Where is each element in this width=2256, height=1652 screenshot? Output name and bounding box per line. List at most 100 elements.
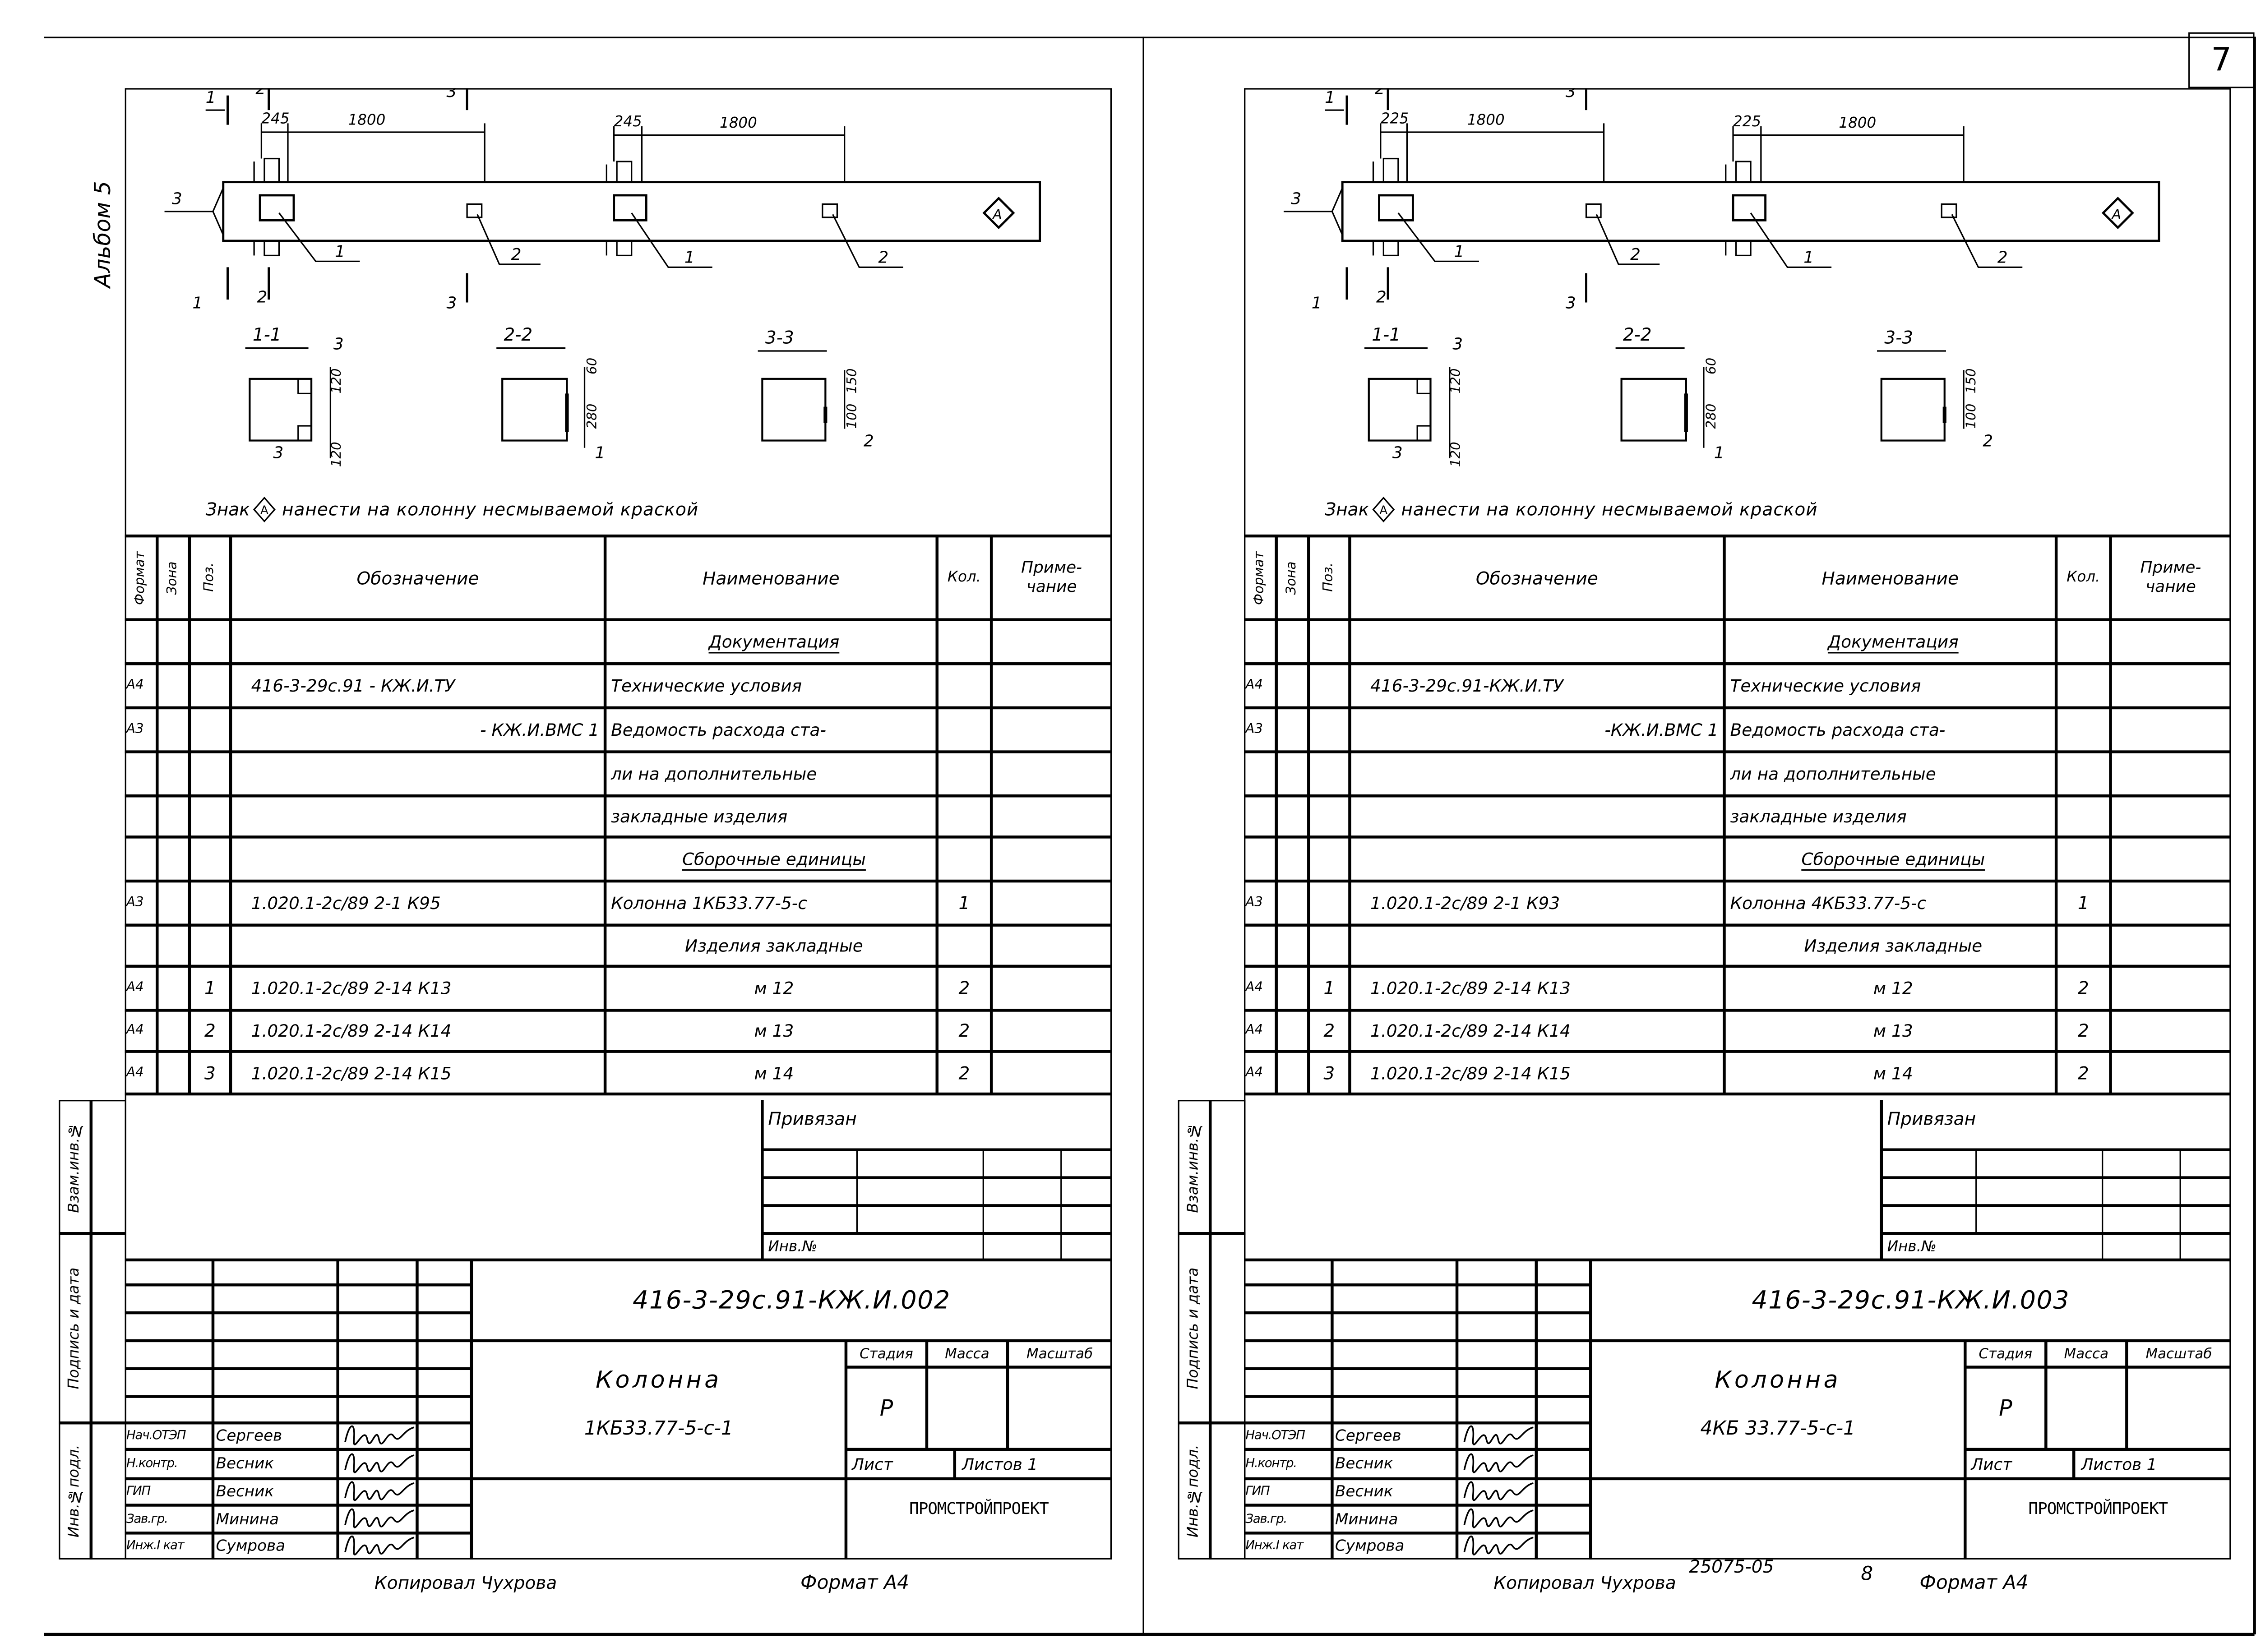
cell-qty	[2056, 708, 2110, 752]
column-beam	[1341, 181, 2160, 242]
handwritten-signature	[1460, 1529, 1536, 1561]
rule-line	[125, 1258, 1112, 1261]
cell-name: м 13	[754, 1020, 794, 1041]
cell-designation: 416-3-29с.91-КЖ.И.ТУ	[1370, 675, 1563, 696]
dimension-label: 120	[328, 442, 344, 467]
cut-mark-label: 1	[1312, 294, 1322, 313]
sheet-frame	[125, 88, 1112, 1560]
rule-line	[125, 1395, 472, 1398]
stub	[264, 157, 280, 183]
signature-role: Н.контр.	[1245, 1457, 1297, 1472]
cell-pos: 1	[204, 978, 216, 999]
stub	[616, 161, 633, 183]
rule-line	[125, 663, 1112, 665]
document-code: 416-3-29с.91-КЖ.И.002	[633, 1285, 951, 1315]
section-1-part	[1416, 425, 1432, 442]
rule-line	[125, 836, 1112, 838]
marker-diamond-icon	[253, 496, 276, 523]
cell-name: Сборочные единицы	[682, 849, 866, 870]
rule-line	[1881, 1232, 2231, 1235]
section-title: 3-3	[1884, 328, 1913, 348]
section-title: 2-2	[1623, 325, 1652, 345]
cell-format	[126, 752, 156, 796]
cell-qty	[937, 664, 991, 708]
sheet-number: 7	[2211, 42, 2232, 79]
rule-line	[2178, 1149, 2181, 1260]
section-title: 3-3	[765, 328, 794, 348]
leader-line	[1951, 214, 2023, 268]
rule-line	[1244, 1339, 1591, 1342]
cell-pos: 2	[1323, 1020, 1335, 1041]
note-marker: А	[260, 503, 268, 517]
leader-label: 1	[1714, 444, 1724, 462]
cell-designation: 1.020.1-2с/89 2-1 К93	[1370, 893, 1560, 914]
cell-format: А4	[126, 678, 144, 693]
leader-line	[278, 212, 360, 263]
leader-label: 3	[333, 335, 344, 354]
note-marker: А	[1379, 503, 1388, 517]
rule-line	[2055, 536, 2057, 1094]
cell-designation: 1.020.1-2с/89 2-14 К14	[251, 1020, 452, 1041]
rule-line	[1244, 1009, 2231, 1011]
cell-format	[1245, 837, 1275, 881]
header-qty: Кол.	[2066, 569, 2100, 586]
cell-pos	[1308, 752, 1350, 796]
signature-name: Весник	[216, 1455, 274, 1473]
cell-name: Документация	[708, 631, 840, 652]
cell-name: закладные изделия	[611, 806, 788, 827]
cell-qty: 2	[2077, 1062, 2089, 1083]
header-name: Наименование	[1821, 568, 1959, 588]
signature-name: Сумрова	[1335, 1537, 1405, 1555]
rule-line	[1590, 1339, 2231, 1342]
embedded-part-2	[466, 203, 483, 218]
rule-line	[1881, 1149, 2231, 1151]
part-leader-label: 2	[511, 245, 522, 264]
leader-line	[832, 214, 903, 268]
header-format: Формат	[134, 551, 148, 605]
section-3-outline	[761, 378, 827, 442]
rule-line	[125, 1312, 472, 1314]
rule-line	[90, 1100, 92, 1560]
cell-name: м 13	[1873, 1020, 1913, 1041]
rule-line	[125, 751, 1112, 753]
scale-header: Масштаб	[1026, 1346, 1093, 1362]
cell-qty: 2	[2077, 978, 2089, 999]
rule-line	[230, 536, 231, 1094]
dimension-label: 1800	[1839, 114, 1876, 131]
cell-designation	[1370, 925, 1718, 966]
cell-format: А4	[1245, 1023, 1263, 1038]
cell-qty	[937, 752, 991, 796]
embedded-part-1	[613, 194, 647, 221]
handwritten-signature	[1460, 1474, 1536, 1507]
cell-designation	[1370, 837, 1718, 881]
cell-qty: 1	[958, 893, 970, 914]
dimension-label: 225	[1733, 113, 1761, 130]
rule-line	[761, 1100, 763, 1260]
rule-line	[125, 1093, 1112, 1095]
stage-value: Р	[879, 1395, 893, 1421]
rule-line	[125, 880, 1112, 882]
rule-line	[1723, 536, 1725, 1094]
cell-name: Технические условия	[611, 675, 802, 696]
cell-format: А3	[1245, 722, 1263, 738]
stub	[1382, 240, 1399, 257]
marker-diamond-icon	[1372, 496, 1395, 523]
cell-pos: 1	[1323, 978, 1335, 999]
cell-pos: 3	[1323, 1062, 1335, 1083]
signature-name: Весник	[216, 1483, 274, 1501]
rule-line	[1244, 1093, 2231, 1095]
side-label-replace-inv: Взам.инв.№	[1186, 1121, 1202, 1213]
rule-line	[471, 1339, 1112, 1342]
inv-no-label: Инв.№	[1887, 1238, 1937, 1255]
sheet-label: Лист	[1971, 1454, 2012, 1474]
side-label-signature-date: Подпись и дата	[1186, 1267, 1202, 1389]
signature-name: Весник	[1335, 1483, 1393, 1501]
rule-line	[1965, 1366, 2231, 1368]
cell-designation	[1370, 752, 1718, 796]
cut-mark-label: 2	[255, 88, 266, 98]
part-leader-label: 2	[878, 249, 889, 267]
column-drawing: 3 1 2 1 2 А 225 1800 225 1800 1	[1283, 88, 2160, 467]
note-text: нанести на колонну несмываемой краской	[282, 499, 699, 520]
header-note: Приме- чание	[2140, 558, 2201, 595]
end-leader-label: 3	[172, 189, 182, 208]
